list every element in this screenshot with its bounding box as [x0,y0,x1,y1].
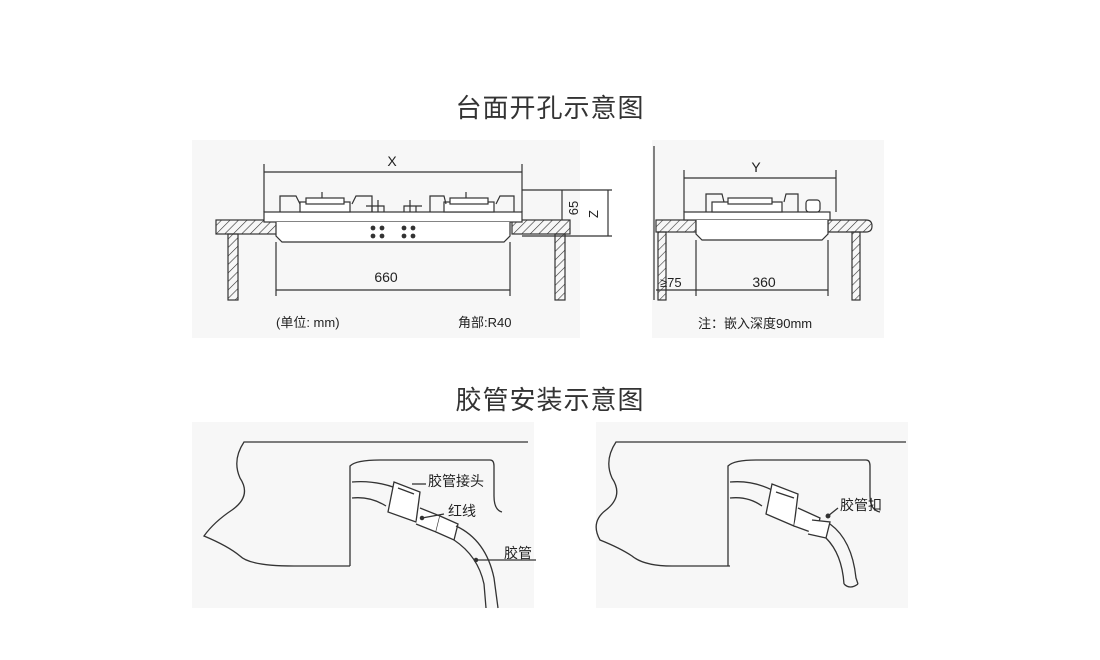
cabinet-wall-left [227,233,239,301]
corner-note: 角部:R40 [458,315,511,330]
hose-diagram-title: 胶管安装示意图 [455,386,645,416]
label-x: X [387,153,397,169]
cabinet-wall-right [554,233,566,301]
countertop-right [511,219,571,235]
cutout-diagram-title: 台面开孔示意图 [455,94,645,124]
label-360: 360 [752,274,776,290]
hose-left-panel [192,422,534,608]
label-660: 660 [374,269,398,285]
side-countertop-right [827,219,873,233]
label-hose: 胶管 [504,545,532,561]
unit-note: (单位: mm) [276,315,340,330]
label-y: Y [751,159,761,175]
side-countertop-left [655,219,697,233]
knob-dots [370,225,416,239]
center-supports [366,200,422,212]
front-view [215,164,612,301]
label-z: Z [586,210,601,218]
hose [455,525,499,609]
label-75: ≥75 [660,275,682,290]
label-hose-clamp: 胶管扣 [840,497,882,513]
burner-right [429,192,515,213]
hob-body [275,222,511,243]
hose-right-panel [596,422,908,608]
label-65: 65 [566,201,581,215]
hose-left-drawing [202,441,536,609]
label-red-line: 红线 [448,503,476,519]
hose-connector [387,481,421,523]
side-view [653,146,873,301]
hose-right-drawing [595,441,906,588]
label-hose-connector: 胶管接头 [428,473,484,489]
side-hob-plate [683,211,831,221]
hob-top-plate [263,211,523,223]
side-hob-body [695,220,829,241]
burner-left [279,192,373,213]
right-hose [829,523,859,585]
depth-note: 注：嵌入深度90mm [698,316,812,331]
side-knob [805,199,821,213]
